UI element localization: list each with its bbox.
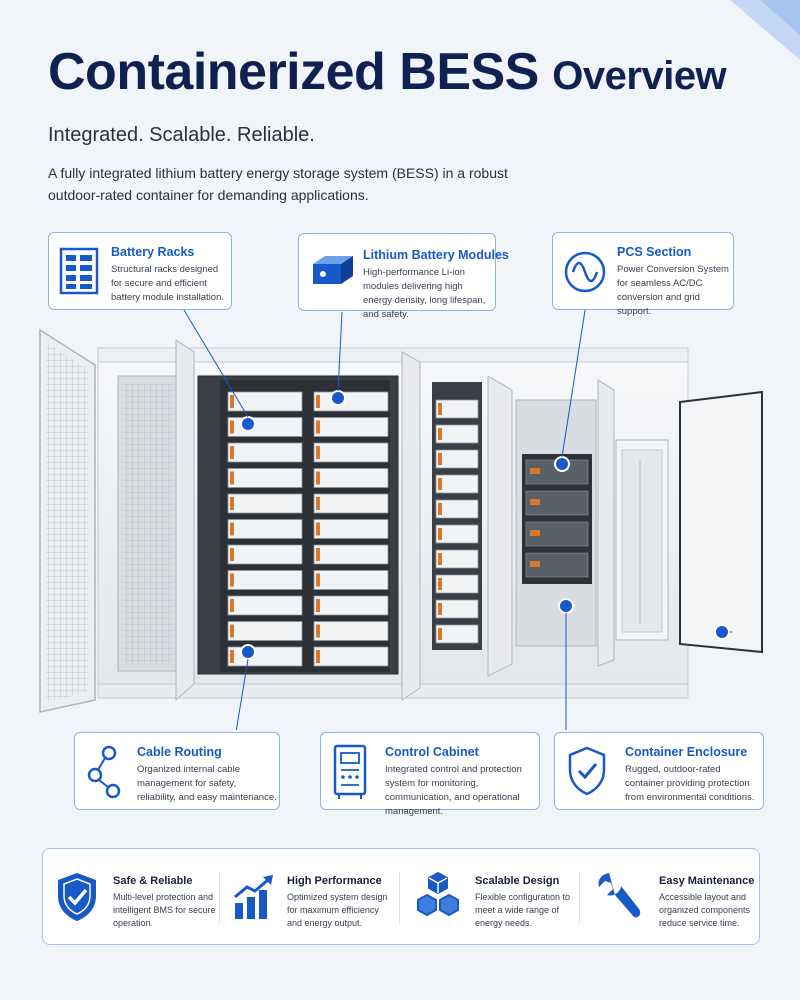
bess-container-illustration <box>39 303 763 730</box>
benefits-bar: Safe & Reliable Multi-level protection a… <box>42 848 760 945</box>
corner-accent <box>730 0 800 60</box>
callout-container-enclosure: Container Enclosure Rugged, outdoor-rate… <box>554 732 764 810</box>
pcs-unit <box>525 552 589 578</box>
shield-check-icon <box>58 873 96 921</box>
battery-module <box>313 621 389 641</box>
page-subtitle: Integrated. Scalable. Reliable. <box>48 124 315 146</box>
pcs-unit <box>525 521 589 547</box>
battery-module <box>227 391 303 412</box>
battery-module <box>227 570 303 590</box>
battery-module <box>313 391 389 412</box>
growth-chart-icon <box>234 875 273 919</box>
battery-module <box>313 570 389 590</box>
battery-module-icon <box>313 256 353 284</box>
battery-module <box>435 524 479 544</box>
shield-check-icon <box>568 746 606 796</box>
page-title: Containerized BESS Overview <box>48 43 727 101</box>
callout-lithium-battery-modules: Lithium Battery Modules High-performance… <box>298 233 509 320</box>
battery-rack-icon <box>59 247 99 295</box>
battery-module <box>227 595 303 616</box>
benefit-easy-maintenance: Easy Maintenance Accessible layout and o… <box>581 849 759 946</box>
battery-module <box>435 474 479 494</box>
benefit-safe-reliable: Safe & Reliable Multi-level protection a… <box>43 849 221 946</box>
sine-wave-icon <box>564 251 606 293</box>
callout-cable-routing: Cable Routing Organized internal cable m… <box>74 732 280 810</box>
battery-module <box>435 399 479 419</box>
battery-module <box>227 417 303 437</box>
battery-module <box>313 442 389 463</box>
battery-module <box>435 624 479 644</box>
pcs-unit <box>525 490 589 516</box>
battery-module <box>435 599 479 619</box>
battery-module <box>313 646 389 667</box>
callout-battery-racks: Battery Racks Structural racks designed … <box>48 232 232 310</box>
callout-pcs-section: PCS Section Power Conversion System for … <box>552 232 734 317</box>
battery-module <box>313 544 389 565</box>
stacked-cubes-icon <box>417 871 459 917</box>
battery-module <box>435 499 479 519</box>
battery-module <box>435 549 479 569</box>
battery-module <box>313 519 389 539</box>
battery-module <box>227 519 303 539</box>
battery-module <box>435 574 479 594</box>
control-cabinet-icon <box>333 744 367 799</box>
battery-module <box>227 468 303 488</box>
battery-module <box>227 621 303 641</box>
benefit-high-performance: High Performance Optimized system design… <box>221 849 399 946</box>
battery-module <box>227 544 303 565</box>
battery-module <box>227 493 303 514</box>
intro-text: A fully integrated lithium battery energ… <box>48 165 508 203</box>
battery-module <box>227 442 303 463</box>
callout-control-cabinet: Control Cabinet Integrated control and p… <box>320 732 540 817</box>
battery-module <box>313 493 389 514</box>
benefit-scalable-design: Scalable Design Flexible configuration t… <box>401 849 579 946</box>
battery-module <box>435 449 479 469</box>
wrench-icon <box>598 873 641 918</box>
battery-module <box>227 646 303 667</box>
battery-module <box>313 595 389 616</box>
battery-module <box>313 417 389 437</box>
cable-routing-icon <box>87 745 121 799</box>
battery-module <box>313 468 389 488</box>
battery-module <box>435 424 479 444</box>
